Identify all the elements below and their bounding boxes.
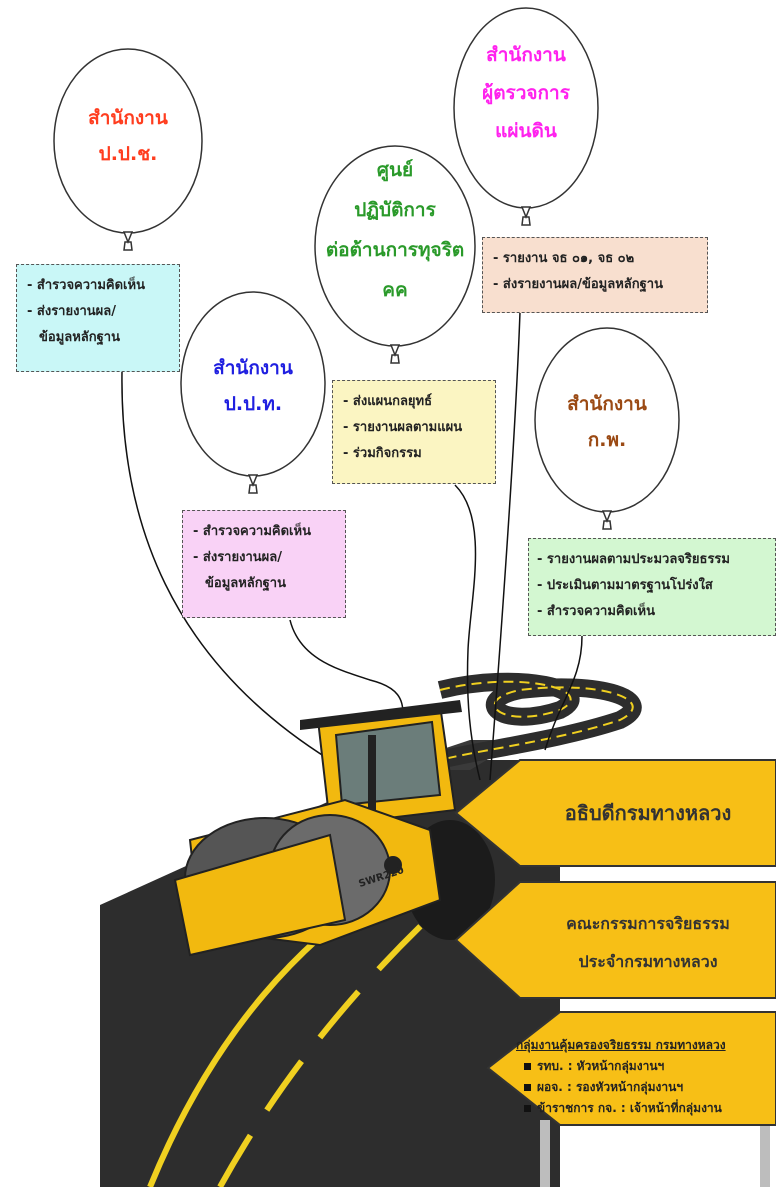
- balloon-onc-line2: ป.ป.ช.: [98, 143, 158, 165]
- balloon-ombudsman-line1: สำนักงาน: [486, 44, 566, 66]
- bullet-icon: [524, 1063, 531, 1070]
- road-roller: [173, 700, 495, 957]
- box-ocsc-item-2: - ประเมินตามมาตรฐานโปร่งใส: [537, 578, 713, 593]
- box-ocsc-item-1: - รายงานผลตามประมวลจริยธรรม: [537, 552, 730, 567]
- sign-committee-line2: ประจำกรมทางหลวง: [578, 952, 718, 971]
- sign-group-row-2: ผอจ. : รองหัวหน้ากลุ่มงานฯ: [516, 1077, 776, 1098]
- box-acc-item-1: - ส่งแผนกลยุทธ์: [343, 394, 433, 409]
- sign-group-row-3: ข้าราชการ กจ. : เจ้าหน้าที่กลุ่มงาน: [516, 1098, 776, 1119]
- sign-group-row-1: รทบ. : หัวหน้ากลุ่มงานฯ: [516, 1056, 776, 1077]
- sign-group-text: กลุ่มงานคุ้มครองจริยธรรม กรมทางหลวง รทบ.…: [516, 1035, 776, 1119]
- sign-group-row-3-text: ข้าราชการ กจ. : เจ้าหน้าที่กลุ่มงาน: [537, 1101, 722, 1115]
- box-acc: - ส่งแผนกลยุทธ์ - รายงานผลตามแผน - ร่วมก…: [332, 380, 496, 484]
- bullet-icon: [524, 1084, 531, 1091]
- sign-committee-text: คณะกรรมการจริยธรรม ประจำกรมทางหลวง: [520, 905, 776, 981]
- box-onc: - สำรวจความคิดเห็น - ส่งรายงานผล/ ข้อมูล…: [16, 264, 180, 372]
- bullet-icon: [524, 1105, 531, 1112]
- balloon-ombudsman-label: สำนักงาน ผู้ตรวจการ แผ่นดิน: [456, 36, 596, 150]
- box-acc-item-2: - รายงานผลตามแผน: [343, 420, 463, 435]
- box-onc-item-2: - ส่งรายงานผล/: [27, 304, 116, 319]
- balloon-pacc-label: สำนักงาน ป.ป.ท.: [183, 350, 323, 422]
- sign-committee-line1: คณะกรรมการจริยธรรม: [566, 914, 730, 933]
- balloon-ocsc-line2: ก.พ.: [587, 429, 627, 451]
- sign-group-header: กลุ่มงานคุ้มครองจริยธรรม กรมทางหลวง: [516, 1038, 726, 1052]
- balloon-ocsc-line1: สำนักงาน: [567, 393, 647, 415]
- balloon-ombudsman-line2: ผู้ตรวจการ: [482, 82, 570, 104]
- box-ocsc-item-3: - สำรวจความคิดเห็น: [537, 604, 655, 619]
- sign-director-shape: [454, 759, 776, 867]
- box-pacc-item-1: - สำรวจความคิดเห็น: [193, 524, 311, 539]
- sign-committee-shape: [454, 881, 776, 999]
- balloon-onc-label: สำนักงาน ป.ป.ช.: [58, 100, 198, 172]
- balloon-acc-line2: ปฏิบัติการ: [354, 199, 436, 221]
- balloon-strings: [121, 311, 583, 781]
- box-ocsc: - รายงานผลตามประมวลจริยธรรม - ประเมินตาม…: [528, 538, 776, 636]
- box-pacc: - สำรวจความคิดเห็น - ส่งรายงานผล/ ข้อมูล…: [182, 510, 346, 618]
- balloon-pacc-line1: สำนักงาน: [213, 357, 293, 379]
- balloon-ocsc-label: สำนักงาน ก.พ.: [537, 386, 677, 458]
- box-acc-item-3: - ร่วมกิจกรรม: [343, 446, 422, 461]
- box-pacc-item-2: - ส่งรายงานผล/: [193, 550, 282, 565]
- sign-post: [540, 1120, 770, 1187]
- balloon-acc-label: ศูนย์ ปฏิบัติการ ต่อต้านการทุจริต คค: [305, 150, 485, 310]
- balloon-onc-line1: สำนักงาน: [88, 107, 168, 129]
- box-ombudsman-item-1: - รายงาน จธ ๐๑, จธ ๐๒: [493, 251, 635, 266]
- balloon-pacc-line2: ป.ป.ท.: [223, 393, 283, 415]
- box-onc-item-1: - สำรวจความคิดเห็น: [27, 278, 145, 293]
- balloon-acc-line1: ศูนย์: [376, 159, 414, 181]
- box-onc-item-3: ข้อมูลหลักฐาน: [39, 330, 120, 345]
- sign-group-shape: [486, 1011, 776, 1126]
- sign-director-text: อธิบดีกรมทางหลวง: [564, 801, 732, 825]
- sign-group-row-2-text: ผอจ. : รองหัวหน้ากลุ่มงานฯ: [537, 1080, 684, 1094]
- box-ombudsman-item-2: - ส่งรายงานผล/ข้อมูลหลักฐาน: [493, 277, 663, 292]
- sign-group-row-1-text: รทบ. : หัวหน้ากลุ่มงานฯ: [537, 1059, 665, 1073]
- balloon-ombudsman-line3: แผ่นดิน: [495, 120, 557, 142]
- box-ombudsman: - รายงาน จธ ๐๑, จธ ๐๒ - ส่งรายงานผล/ข้อม…: [482, 237, 708, 313]
- balloons: [53, 7, 680, 530]
- box-pacc-item-3: ข้อมูลหลักฐาน: [205, 576, 286, 591]
- balloon-acc-line3: ต่อต้านการทุจริต: [325, 239, 465, 261]
- balloon-acc-line4: คค: [382, 279, 408, 301]
